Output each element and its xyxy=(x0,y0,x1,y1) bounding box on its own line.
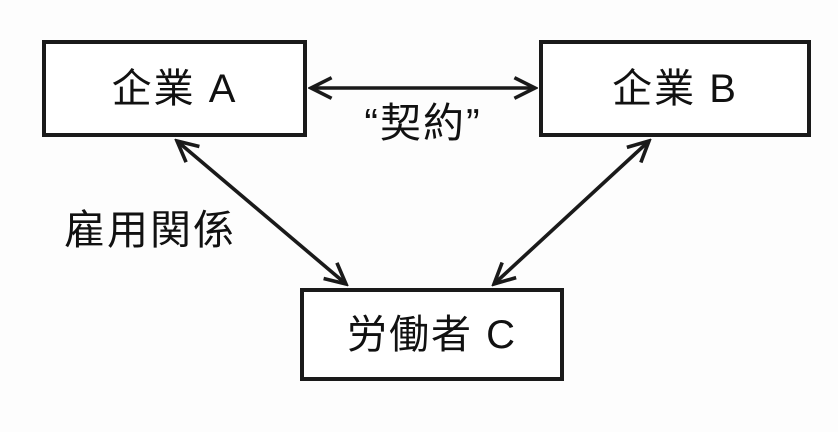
node-company-a-label: 企業 A xyxy=(111,66,238,111)
node-company-b: 企業 B xyxy=(539,40,811,137)
edge-employment-arrow xyxy=(177,141,346,284)
edge-label-contract: “契約” xyxy=(364,100,482,146)
edge-label-employment: 雇用関係 xyxy=(64,207,236,253)
node-worker-c-label: 労働者 C xyxy=(347,312,517,357)
node-company-a: 企業 A xyxy=(42,40,307,137)
node-company-b-label: 企業 B xyxy=(612,66,738,111)
node-worker-c: 労働者 C xyxy=(300,288,564,381)
edge-b-to-c-arrow xyxy=(494,141,649,284)
